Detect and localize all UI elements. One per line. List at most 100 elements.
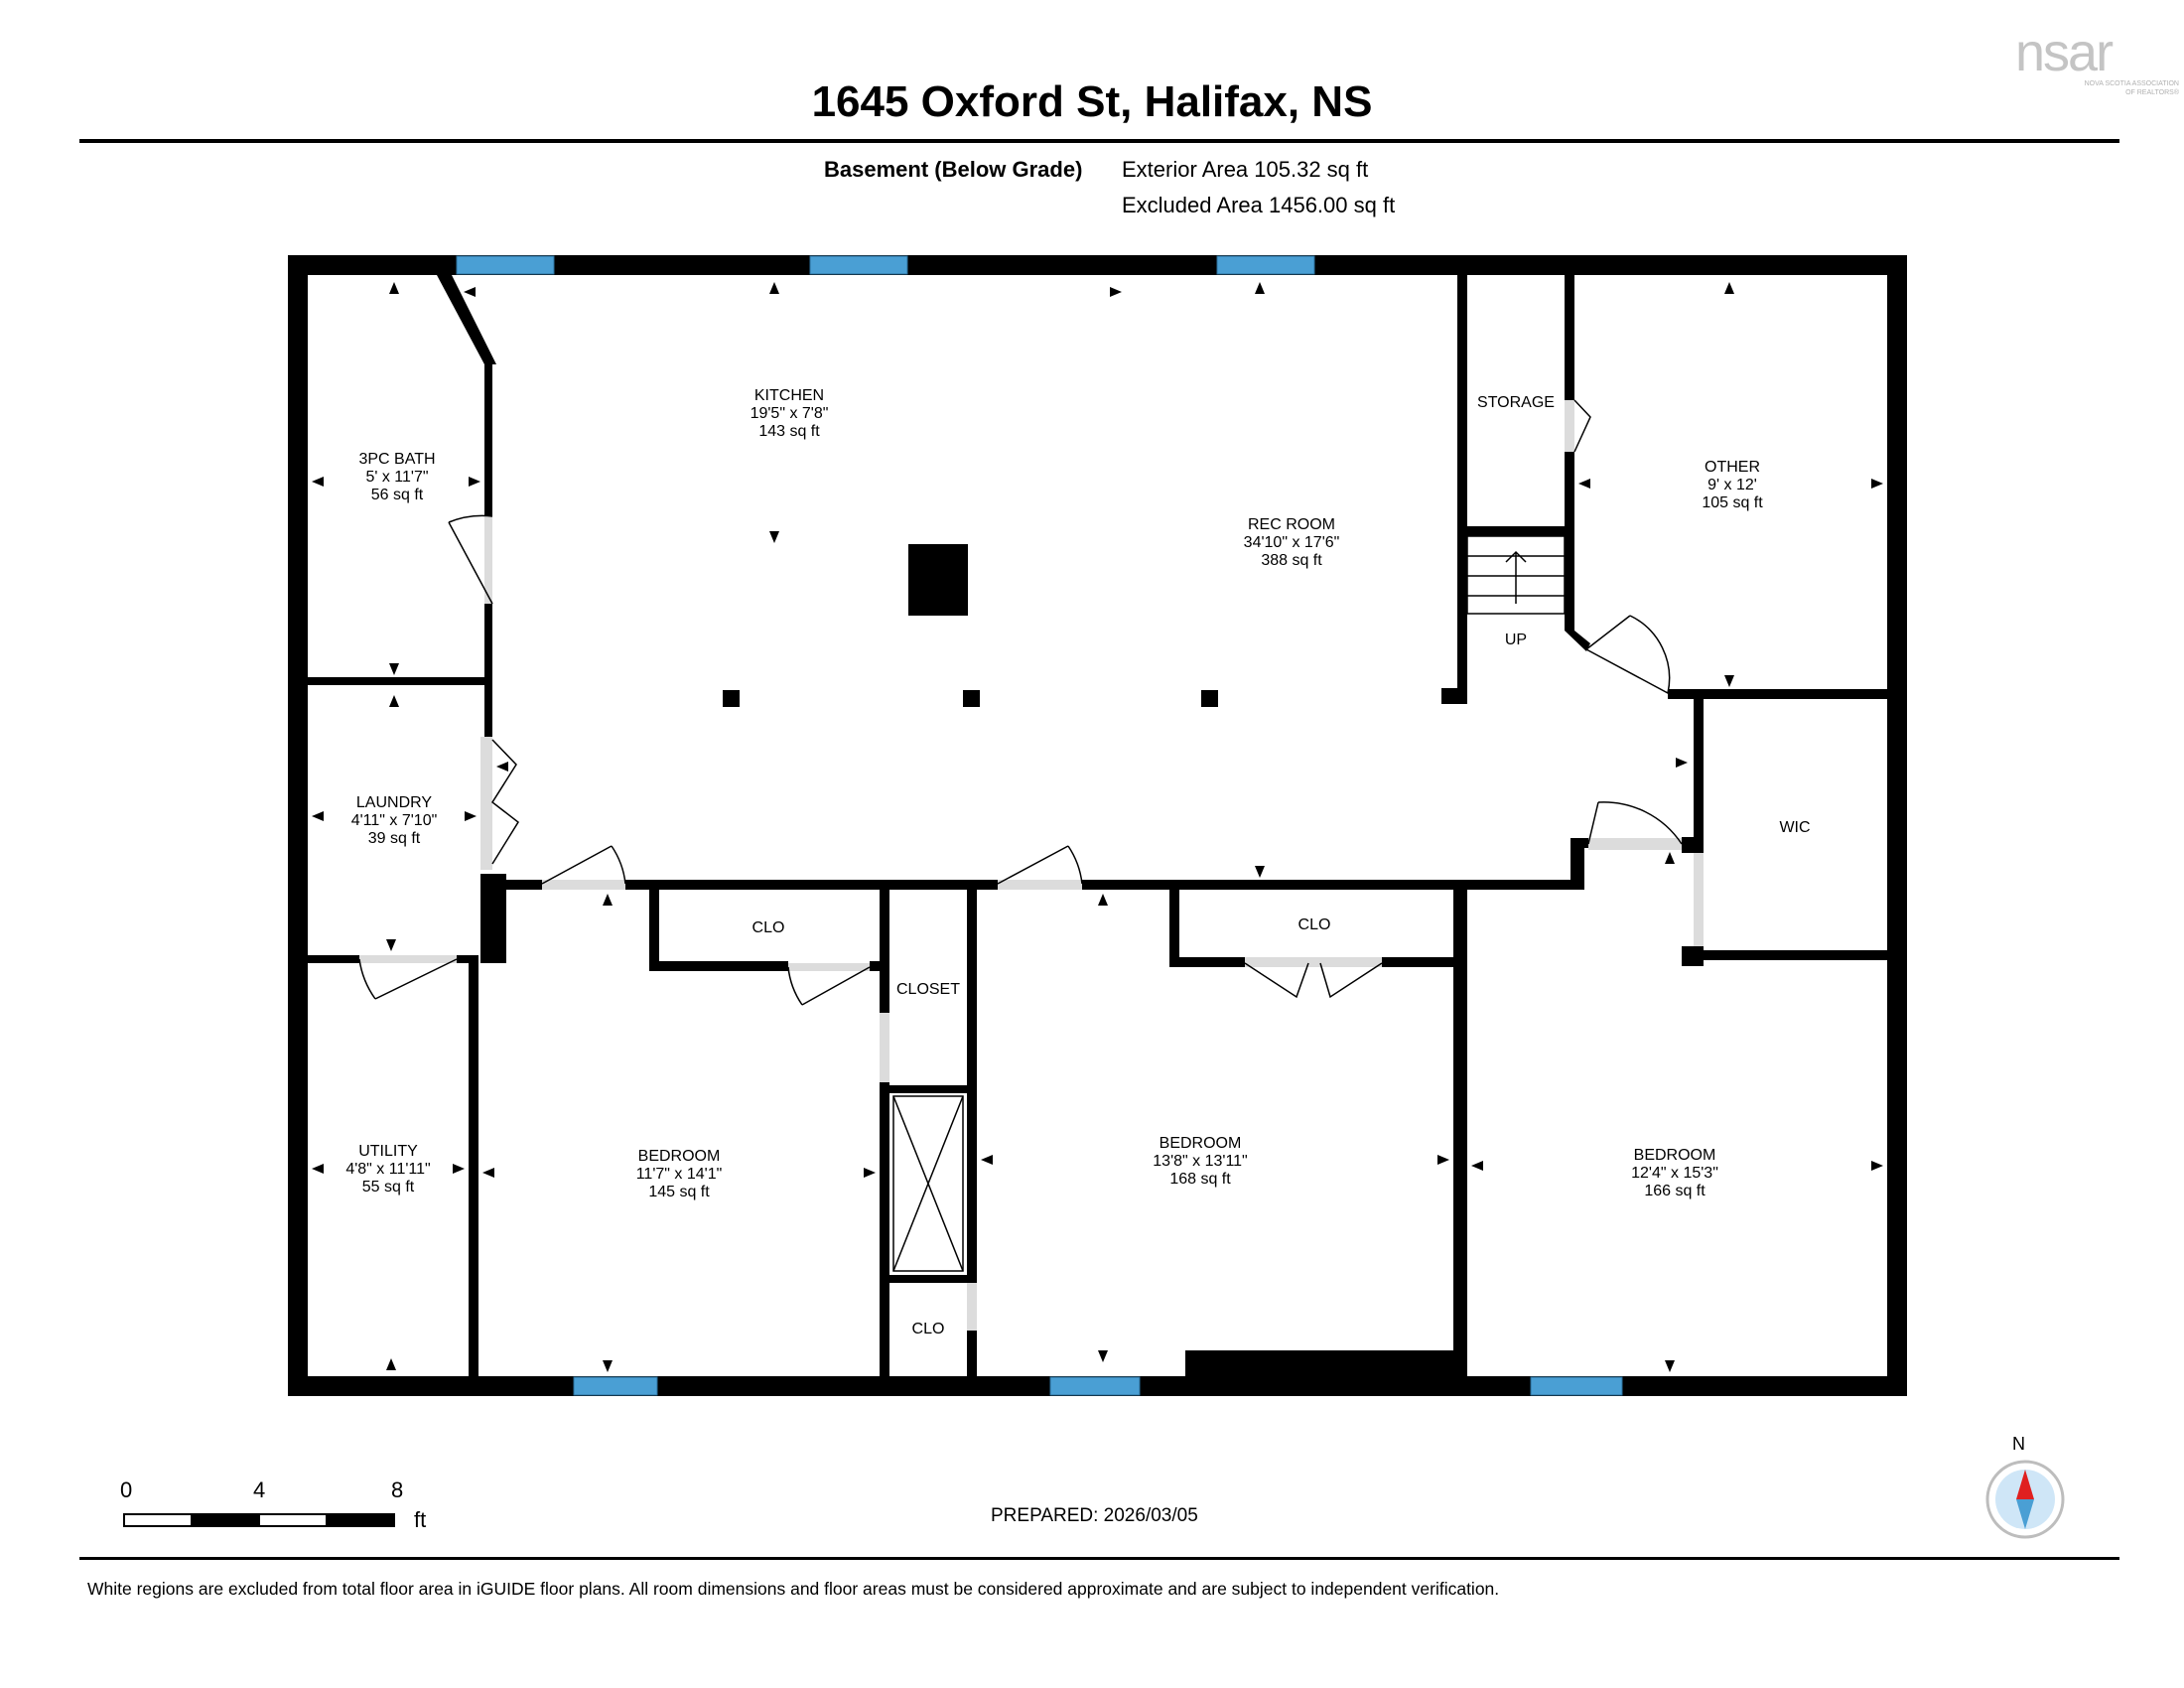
compass-needle-north — [2016, 1470, 2034, 1499]
logo-subtext-1: NOVA SCOTIA ASSOCIATION — [2084, 80, 2179, 87]
door-closet — [880, 1013, 889, 1082]
dim-arrow — [1724, 675, 1734, 687]
wall-bath-south — [308, 677, 486, 685]
room-labels: KITCHEN 19'5" x 7'8" 143 sq ft 3PC BATH … — [345, 387, 1810, 1337]
wall-clo1-end — [870, 961, 880, 971]
dim-arrow — [386, 1358, 396, 1370]
wall-closet-west — [880, 1082, 889, 1376]
door-swing-storage — [1573, 399, 1591, 453]
door-swing-laundry — [491, 739, 519, 865]
rec-name: REC ROOM — [1248, 516, 1335, 533]
shaft-cross-2 — [892, 1095, 964, 1272]
dim-arrow — [1255, 866, 1265, 878]
door-swing-other — [1585, 615, 1671, 695]
column-1 — [723, 690, 740, 707]
walls — [288, 255, 1907, 1396]
dim-arrow — [496, 762, 508, 772]
dim-arrow — [465, 811, 477, 821]
clo1-name: CLO — [752, 919, 785, 936]
bedroom2-area: 168 sq ft — [1169, 1171, 1231, 1188]
dim-arrow — [482, 1168, 494, 1178]
dim-arrow — [603, 894, 613, 906]
wall-utility-east — [469, 955, 478, 1386]
door-bath — [484, 516, 492, 604]
nsar-logo: nsar NOVA SCOTIA ASSOCIATION OF REALTORS… — [2015, 26, 2179, 97]
door-swings — [358, 399, 1683, 1006]
wall-other-south — [1668, 689, 1887, 699]
door-swing-utility — [358, 958, 458, 1000]
bedroom2-name: BEDROOM — [1160, 1135, 1242, 1152]
wall-stair-corner — [1565, 631, 1590, 651]
dim-arrow — [453, 1164, 465, 1174]
wall-storage-east-a — [1565, 275, 1574, 400]
door-utility — [359, 955, 457, 963]
wall-wic-south — [1704, 950, 1887, 960]
dim-arrow — [603, 1360, 613, 1372]
door-clo1 — [788, 963, 870, 971]
dim-arrow — [1665, 1360, 1675, 1372]
dim-arrow — [389, 282, 399, 294]
wall-rec-south-3 — [1082, 880, 1580, 890]
other-dims: 9' x 12' — [1707, 477, 1757, 493]
scale-seg-2 — [191, 1513, 260, 1527]
door-swing-clo1 — [787, 966, 871, 1006]
door-laundry — [480, 737, 492, 870]
bedroom1-name: BEDROOM — [638, 1148, 721, 1165]
logo-subtext-2: OF REALTORS® — [2125, 89, 2179, 96]
wall-storage-east-b — [1565, 452, 1574, 631]
dim-arrow — [389, 663, 399, 675]
dim-arrow — [1098, 1350, 1108, 1362]
compass-needle-south — [2016, 1499, 2034, 1529]
scale-tick-8: 8 — [391, 1477, 404, 1502]
windows — [456, 255, 1623, 1396]
window-kitchen-1 — [456, 255, 555, 275]
wall-rec-south-2 — [625, 880, 998, 890]
wall-wic-post-b — [1682, 946, 1704, 966]
floor-name: Basement (Below Grade) — [824, 157, 1083, 182]
prepared-date: PREPARED: 2026/03/05 — [991, 1505, 1198, 1526]
wall-utility-north-b — [457, 955, 477, 963]
stairs — [1466, 535, 1566, 615]
page-title: 1645 Oxford St, Halifax, NS — [811, 77, 1373, 126]
wall-closet-west-top — [880, 890, 889, 1083]
wall-rec-south-1 — [492, 880, 542, 890]
utility-area: 55 sq ft — [362, 1179, 415, 1196]
window-kitchen-2 — [809, 255, 908, 275]
wall-east — [1887, 255, 1907, 1396]
window-bedroom2 — [1049, 1376, 1141, 1396]
dim-arrow — [312, 1164, 324, 1174]
kitchen-name: KITCHEN — [754, 387, 824, 404]
wall-clo3-stub — [967, 1331, 977, 1376]
clo3-name: CLO — [912, 1321, 945, 1337]
laundry-area: 39 sq ft — [368, 830, 421, 847]
bedroom3-area: 166 sq ft — [1644, 1183, 1706, 1199]
scale-seg-1 — [123, 1513, 193, 1527]
bedroom2-dims: 13'8" x 13'11" — [1153, 1153, 1247, 1170]
door-swing-clo2 — [1244, 962, 1383, 999]
stair-box — [1466, 535, 1566, 615]
dim-arrow — [312, 477, 324, 487]
wall-bedroom2-thick — [1185, 1350, 1463, 1376]
dim-arrow — [1098, 894, 1108, 906]
wall-wic-west — [1694, 699, 1704, 850]
stair-arrow-head — [1505, 550, 1527, 563]
door-bedroom2 — [998, 880, 1082, 890]
closet-name: CLOSET — [896, 981, 960, 998]
wall-shaft-top — [889, 1085, 967, 1093]
wall-bedroom3-west — [1457, 890, 1467, 1376]
door-swing-bath — [448, 514, 493, 605]
window-bedroom3 — [1530, 1376, 1623, 1396]
utility-name: UTILITY — [358, 1143, 418, 1160]
scale-tick-0: 0 — [120, 1477, 133, 1502]
dim-arrow — [769, 282, 779, 294]
wall-clo2-west — [1169, 890, 1179, 967]
wall-clo2-south-b — [1382, 957, 1453, 967]
dim-arrow — [1437, 1155, 1449, 1165]
wall-storage-south — [1465, 526, 1565, 536]
dim-arrow — [386, 939, 396, 951]
wall-clo2-south-a — [1169, 957, 1245, 967]
door-swing-bedroom2 — [997, 845, 1083, 885]
wall-rec-step-top — [1570, 838, 1588, 848]
bedroom1-area: 145 sq ft — [648, 1184, 710, 1200]
